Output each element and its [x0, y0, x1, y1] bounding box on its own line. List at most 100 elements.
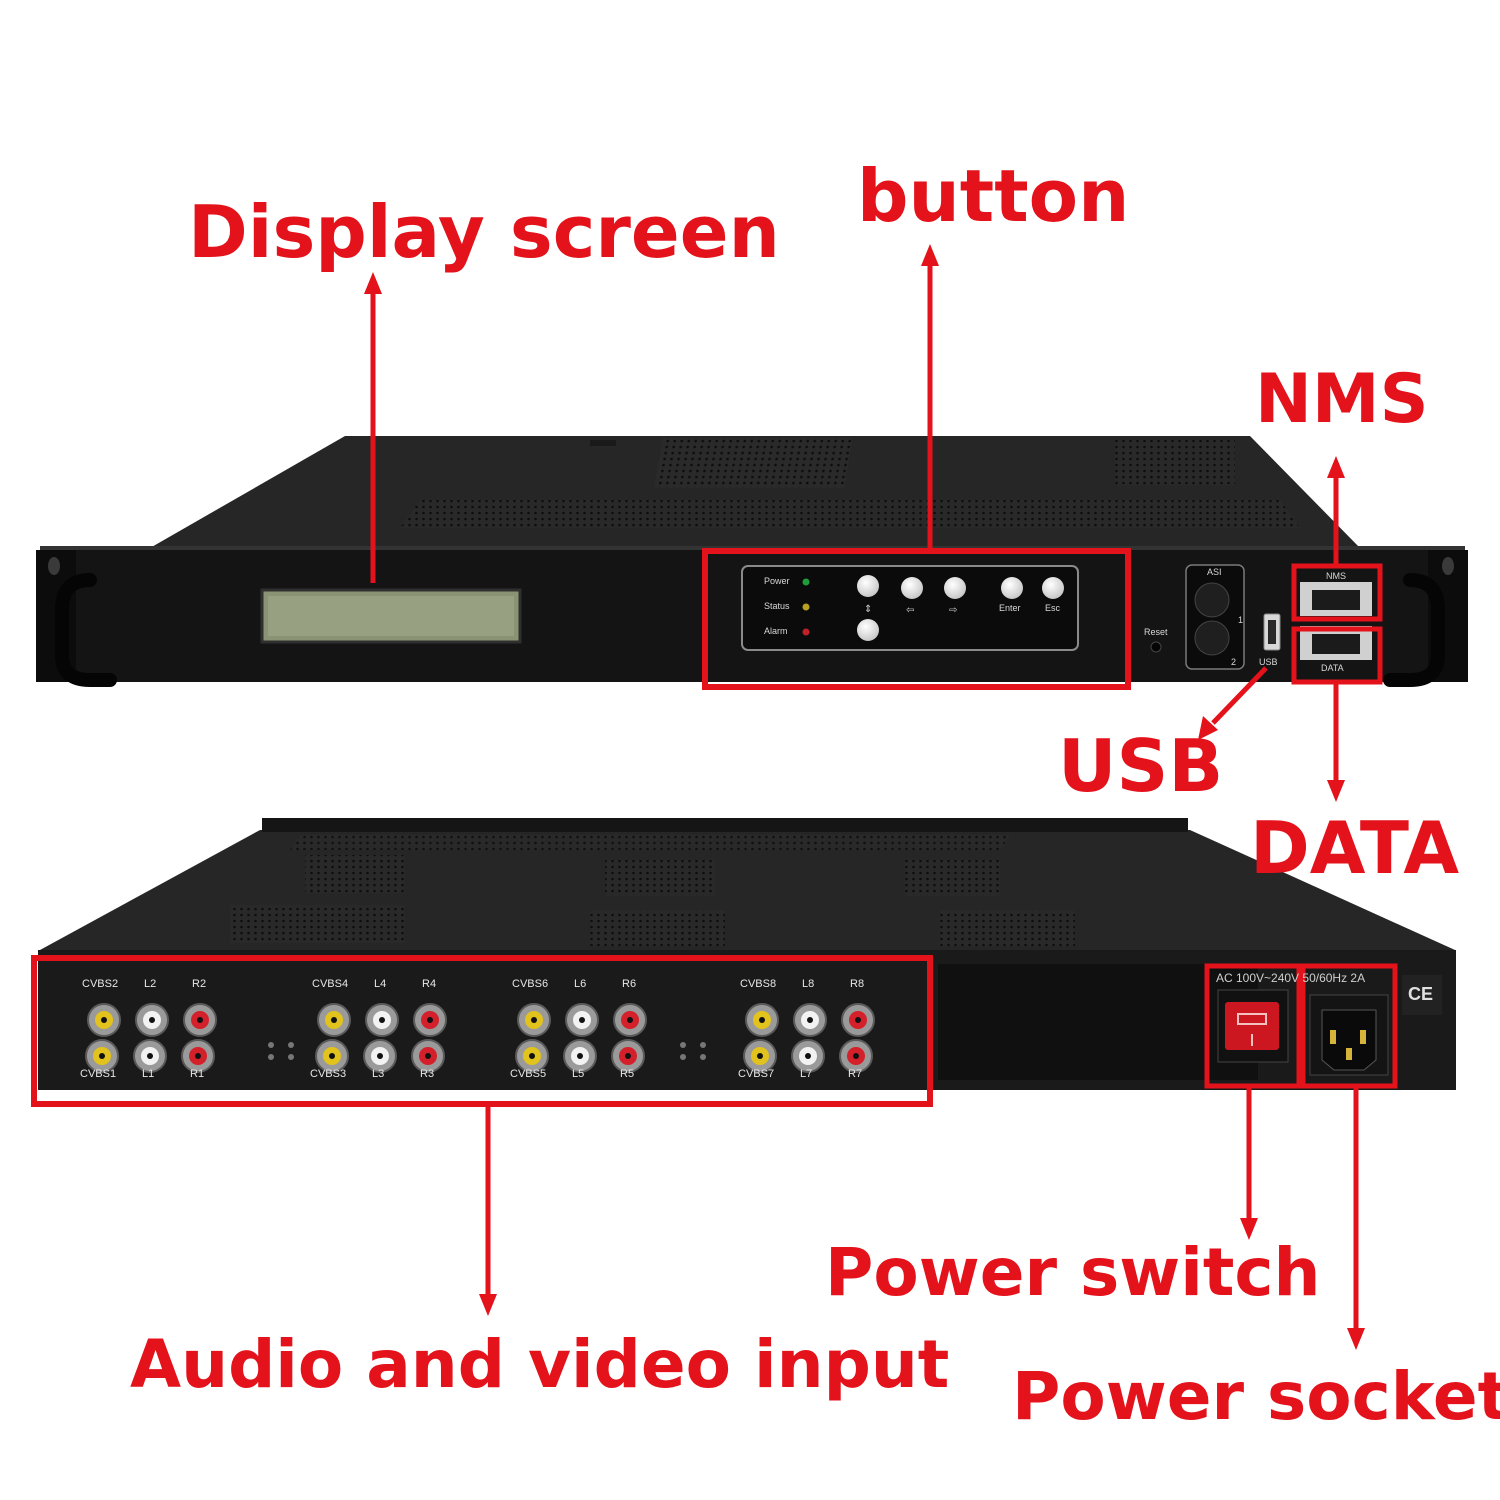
asi-port-1-label: 1: [1238, 615, 1244, 625]
rca-jack-cvbs2: [87, 1003, 121, 1037]
front-vent-right: [1115, 440, 1235, 485]
callout-power-switch: Power switch: [825, 1234, 1321, 1311]
rca-label-r6: R6: [622, 978, 637, 990]
callout-usb: USB: [1058, 724, 1224, 808]
screw-dot: [680, 1042, 686, 1048]
rca-jack-cvbs1: [85, 1039, 119, 1073]
rca-label-r3: R3: [420, 1068, 435, 1080]
asi-label: ASI: [1207, 567, 1222, 577]
rca-jack-r4: [413, 1003, 447, 1037]
rca-jack-r8: [841, 1003, 875, 1037]
enter-button: [1001, 577, 1023, 599]
rca-label-l8: L8: [802, 978, 815, 990]
updown-arrow-icon: ⇕: [864, 604, 872, 615]
control-panel: [741, 565, 1079, 651]
screw-dot: [268, 1054, 274, 1060]
av-arrow-head: [479, 1294, 497, 1316]
front-vent-left: [653, 438, 853, 488]
callout-power-socket: Power socket: [1012, 1358, 1500, 1435]
data-port-label: DATA: [1321, 663, 1344, 673]
right-arrow-icon: ⇨: [949, 605, 957, 616]
callout-nms: NMS: [1255, 360, 1429, 439]
callout-button: button: [857, 154, 1130, 238]
asi-port-2-label: 2: [1231, 657, 1237, 667]
rca-label-l1: L1: [142, 1068, 155, 1080]
screw-dot: [268, 1042, 274, 1048]
power-switch-box: [1204, 963, 1302, 1089]
rca-label-cvbs1: CVBS1: [80, 1068, 117, 1080]
screw-dot: [288, 1042, 294, 1048]
power-socket-box: [1300, 963, 1398, 1089]
up-button: [857, 575, 879, 597]
rca-jack-r6: [613, 1003, 647, 1037]
rca-label-l3: L3: [372, 1068, 385, 1080]
down-button: [857, 619, 879, 641]
rca-jack-r5: [611, 1039, 645, 1073]
rca-jack-l8: [793, 1003, 827, 1037]
arrow-lines: [370, 262, 1359, 1333]
right-button: [944, 577, 966, 599]
rca-jack-cvbs7: [743, 1039, 777, 1073]
rca-label-l2: L2: [144, 978, 157, 990]
power-rating-label: AC 100V~240V 50/60Hz 2A: [1216, 971, 1366, 985]
rca-jack-l4: [365, 1003, 399, 1037]
rca-jack-r2: [183, 1003, 217, 1037]
left-arrow-icon: ⇦: [906, 605, 914, 616]
button-box: [702, 548, 1131, 690]
callout-display-screen: Display screen: [188, 190, 780, 274]
annotations: [31, 262, 1398, 1333]
screw-dot: [700, 1054, 706, 1060]
ce-mark-plate: [1402, 975, 1442, 1015]
handle-right: [1383, 573, 1445, 687]
reset-label: Reset: [1144, 627, 1168, 637]
rca-label-r1: R1: [190, 1068, 205, 1080]
alarm-led: [802, 628, 810, 636]
rca-jack-cvbs8: [745, 1003, 779, 1037]
rca-jack-cvbs6: [517, 1003, 551, 1037]
led-label-power: Power: [764, 576, 790, 586]
av-input-box: [31, 955, 933, 1107]
rca-jack-l5: [563, 1039, 597, 1073]
rca-jack-cvbs5: [515, 1039, 549, 1073]
rca-jack-r7: [839, 1039, 873, 1073]
data-arrow-head: [1327, 780, 1345, 802]
screw-dot: [288, 1054, 294, 1060]
reset-hole: [1150, 641, 1162, 653]
rca-label-cvbs7: CVBS7: [738, 1068, 775, 1080]
rca-label-r7: R7: [848, 1068, 863, 1080]
nms-port-label: NMS: [1326, 571, 1346, 581]
nms-arrow-head: [1327, 456, 1345, 478]
rca-jack-r3: [411, 1039, 445, 1073]
handle-left: [55, 573, 117, 687]
led-label-status: Status: [764, 601, 790, 611]
usb-arrow-head: [1198, 716, 1218, 740]
left-button: [901, 577, 923, 599]
display-arrow-head: [364, 272, 382, 294]
rca-jack-l2: [135, 1003, 169, 1037]
rca-label-cvbs6: CVBS6: [512, 978, 549, 990]
rca-label-l6: L6: [574, 978, 587, 990]
rca-label-r2: R2: [192, 978, 207, 990]
rca-label-r8: R8: [850, 978, 865, 990]
screw-dot: [680, 1054, 686, 1060]
esc-label: Esc: [1045, 603, 1061, 613]
front-vent-strip: [400, 500, 1300, 528]
asi-port-1: [1194, 582, 1230, 618]
rca-label-cvbs5: CVBS5: [510, 1068, 547, 1080]
esc-button: [1042, 577, 1064, 599]
callout-data: DATA: [1250, 806, 1460, 890]
front-unit: ⇕ ⇦ ⇨: [36, 436, 1468, 687]
power-switch-arrow-head: [1240, 1218, 1258, 1240]
usb-label: USB: [1259, 657, 1278, 667]
rca-label-r4: R4: [422, 978, 437, 990]
ce-mark: CE: [1408, 984, 1434, 1004]
enter-label: Enter: [999, 603, 1021, 613]
rca-label-cvbs8: CVBS8: [740, 978, 777, 990]
rca-jack-cvbs3: [315, 1039, 349, 1073]
power-socket-arrow-head: [1347, 1328, 1365, 1350]
rca-jack-l6: [565, 1003, 599, 1037]
arrow-heads: [364, 244, 1365, 1350]
rca-label-r5: R5: [620, 1068, 635, 1080]
rca-label-l4: L4: [374, 978, 387, 990]
